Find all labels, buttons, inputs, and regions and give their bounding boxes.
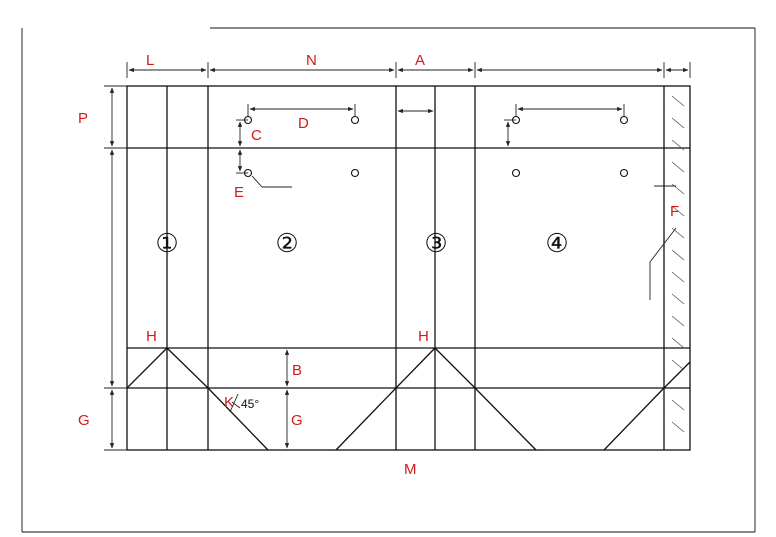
dieline-outline (126, 85, 691, 451)
label-C: C (251, 127, 262, 144)
horizontal-folds (127, 147, 690, 389)
label-H-left: H (146, 328, 157, 345)
inner-dimension-lines (229, 104, 677, 449)
top-dimension-line (126, 62, 691, 78)
panel-number-2: ② (275, 229, 298, 259)
label-D: D (298, 115, 309, 132)
panel-number-3: ③ (424, 229, 447, 259)
label-G-left: G (78, 412, 90, 429)
left-dimension-line (104, 85, 127, 451)
panel-number-4: ④ (545, 229, 568, 259)
label-A: A (415, 52, 425, 69)
label-E: E (234, 184, 244, 201)
label-B: B (292, 362, 302, 379)
panel-number-1: ① (155, 229, 178, 259)
label-G-inner: G (291, 412, 303, 429)
gusset-diagonals (126, 347, 691, 451)
label-H-right: H (418, 328, 429, 345)
label-M: M (404, 461, 417, 478)
label-N: N (306, 52, 317, 69)
label-L: L (146, 52, 154, 69)
label-P: P (78, 110, 88, 127)
glue-flap-hatching (671, 95, 685, 433)
label-F: F (670, 203, 679, 220)
angle-label: 45° (241, 397, 259, 411)
page-frame (21, 27, 756, 533)
label-K: K (224, 394, 234, 411)
handle-holes (243, 115, 629, 178)
vertical-folds (166, 86, 665, 450)
